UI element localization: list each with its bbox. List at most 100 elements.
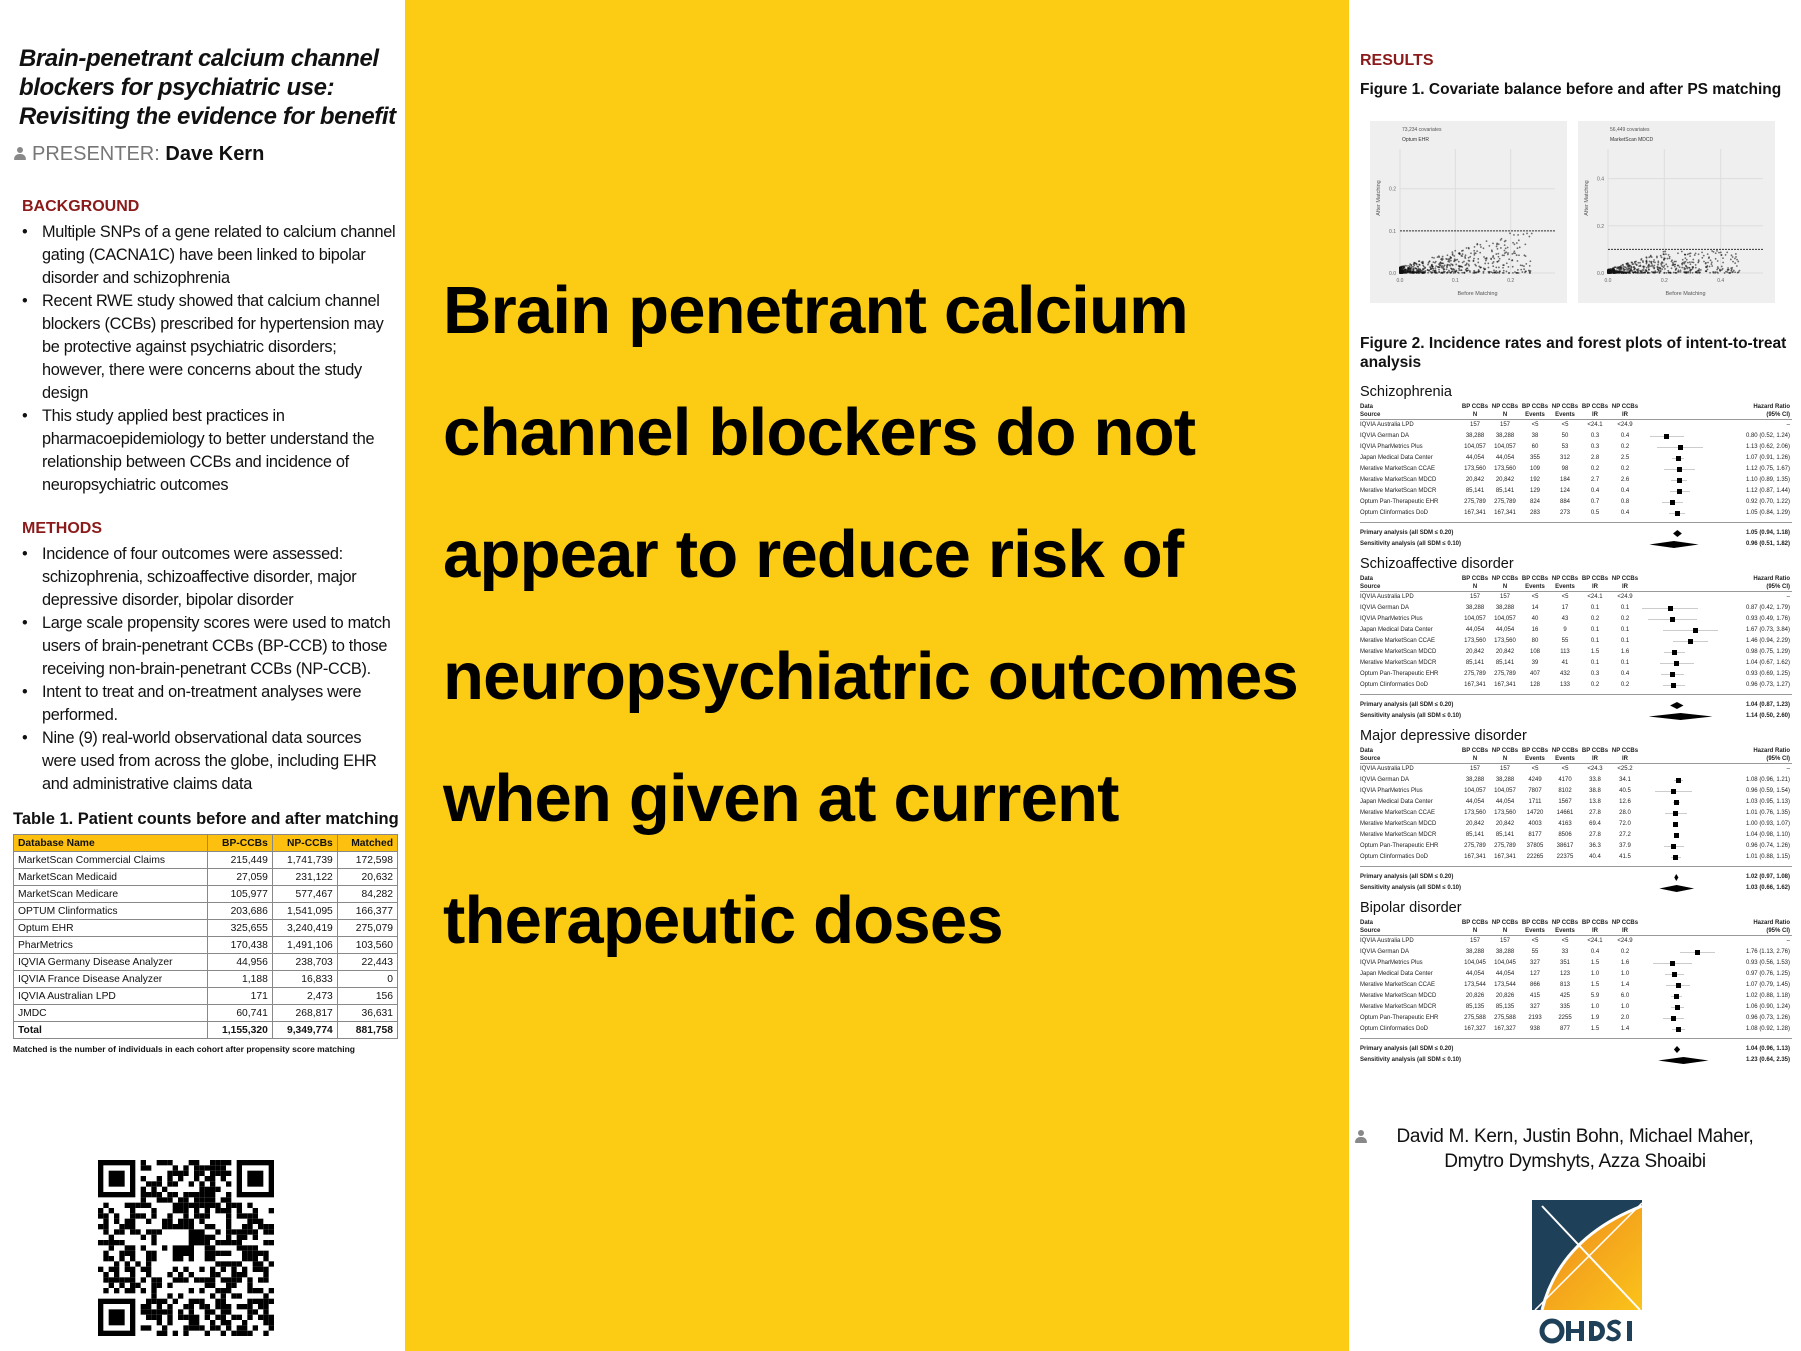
value-cell: 2.0 <box>1620 1015 1630 1021</box>
data-point <box>1504 247 1507 250</box>
data-point <box>1683 268 1686 271</box>
data-point <box>1673 260 1676 263</box>
header-line: NP CCBs <box>1551 748 1579 754</box>
data-point <box>1727 268 1729 271</box>
source-name: IQVIA Australia LPD <box>1360 938 1414 944</box>
data-point <box>1413 264 1416 267</box>
value-cell: 40.5 <box>1619 788 1631 794</box>
table-cell: 84,282 <box>336 885 399 903</box>
value-cell: 85,141 <box>1465 660 1485 666</box>
value-cell: 1.5 <box>1590 960 1600 966</box>
analysis-label: Sensitivity analysis (all SDM ≤ 0.10) <box>1360 713 1462 719</box>
data-point <box>1528 235 1531 238</box>
table-cell: JMDC <box>13 1004 208 1022</box>
data-point <box>1503 249 1506 252</box>
hazard-ratio: 0.96 (0.51, 1.82) <box>1745 541 1790 547</box>
data-point <box>1525 263 1528 265</box>
point-estimate <box>1671 683 1677 688</box>
data-point <box>1477 271 1479 273</box>
value-cell: 0.4 <box>1620 671 1630 677</box>
hazard-ratio: – <box>1786 594 1790 600</box>
background-heading: BACKGROUND <box>22 198 140 215</box>
point-estimate <box>1675 1027 1681 1032</box>
hazard-ratio: 1.03 (0.66, 1.62) <box>1745 885 1790 891</box>
data-point <box>1412 265 1415 268</box>
data-point <box>1403 269 1406 272</box>
qr-code[interactable] <box>98 1160 274 1336</box>
hazard-ratio: 1.08 (0.96, 1.21) <box>1745 777 1790 783</box>
header-line: Data <box>1360 576 1374 582</box>
data-point <box>1671 259 1673 262</box>
hazard-ratio: 1.03 (0.95, 1.13) <box>1745 799 1790 805</box>
value-cell: 9 <box>1563 627 1567 633</box>
point-estimate <box>1677 489 1683 494</box>
value-cell: <5 <box>1561 594 1569 600</box>
hazard-ratio: 1.07 (0.91, 1.26) <box>1745 455 1790 461</box>
header-line: IR <box>1592 584 1598 590</box>
table-cell: 156 <box>336 987 399 1005</box>
summary-diamond <box>1649 541 1699 548</box>
hazard-ratio: 1.04 (0.96, 1.13) <box>1745 1046 1790 1052</box>
results-heading: RESULTS <box>1360 52 1434 69</box>
data-point <box>1694 266 1697 269</box>
value-cell: 157 <box>1469 766 1480 772</box>
data-point <box>1476 250 1479 252</box>
header-line: Hazard Ratio <box>1753 576 1790 582</box>
data-point <box>1461 255 1464 258</box>
header-line: NP CCBs <box>1491 576 1519 582</box>
source-name: IQVIA German DA <box>1360 433 1410 439</box>
table-cell: IQVIA Australian LPD <box>13 987 208 1005</box>
data-point <box>1684 264 1687 267</box>
value-cell: 275,789 <box>1464 499 1486 505</box>
data-point <box>1661 262 1664 264</box>
data-point <box>1720 269 1723 271</box>
data-point <box>1484 268 1487 270</box>
data-point <box>1495 253 1498 255</box>
value-cell: 37805 <box>1526 843 1544 849</box>
data-point <box>1612 270 1615 273</box>
table-cell: 1,541,095 <box>271 902 338 920</box>
data-point <box>1479 251 1482 254</box>
header-line: BP CCBs <box>1521 920 1549 926</box>
hazard-ratio: 0.98 (0.75, 1.29) <box>1745 649 1790 655</box>
value-cell: 128 <box>1529 682 1540 688</box>
value-cell: 55 <box>1531 949 1539 955</box>
header-line: (95% CI) <box>1766 584 1790 590</box>
data-point <box>1634 262 1637 265</box>
data-point <box>1684 271 1686 274</box>
value-cell: 104,057 <box>1494 788 1516 794</box>
data-point <box>1677 252 1679 255</box>
data-point <box>1630 270 1632 272</box>
value-cell: <5 <box>1561 766 1569 772</box>
point-estimate <box>1692 628 1698 633</box>
table-cell: 231,122 <box>271 868 338 886</box>
data-point <box>1720 254 1723 256</box>
value-cell: 1.6 <box>1620 649 1630 655</box>
table-cell: IQVIA Germany Disease Analyzer <box>13 953 208 971</box>
header-line: IR <box>1592 756 1598 762</box>
value-cell: 55 <box>1561 638 1569 644</box>
value-cell: 0.4 <box>1590 488 1600 494</box>
summary-row: Primary analysis (all SDM ≤ 0.20)1.04 (0… <box>1360 700 1792 711</box>
source-name: Merative MarketScan MDCR <box>1360 488 1437 494</box>
data-point <box>1458 265 1461 268</box>
data-point <box>1460 269 1463 272</box>
source-name: IQVIA Australia LPD <box>1360 422 1414 428</box>
value-cell: 27.8 <box>1589 810 1601 816</box>
value-cell: 50 <box>1561 433 1569 439</box>
hazard-ratio: 1.01 (0.76, 1.35) <box>1745 810 1790 816</box>
data-point <box>1679 270 1682 273</box>
data-point <box>1512 241 1514 244</box>
data-point <box>1625 272 1628 274</box>
data-point <box>1433 257 1435 259</box>
data-point <box>1638 269 1640 272</box>
data-point <box>1625 262 1628 265</box>
data-point <box>1477 258 1480 260</box>
